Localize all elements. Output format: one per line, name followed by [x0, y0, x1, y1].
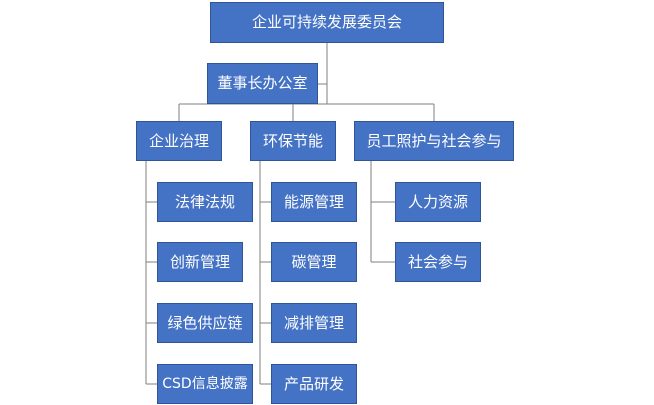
child-node: 绿色供应链 [157, 303, 253, 343]
child-label: 创新管理 [169, 252, 230, 271]
branch-label: 企业治理 [148, 131, 209, 150]
child-label: 产品研发 [283, 374, 344, 393]
assistant-node: 董事长办公室 [207, 63, 318, 104]
child-node: 减排管理 [271, 303, 357, 343]
branch-node-environment: 环保节能 [250, 121, 336, 161]
child-label: 法律法规 [174, 192, 235, 211]
branch-label: 员工照护与社会参与 [366, 131, 502, 150]
child-label: CSD信息披露 [162, 376, 248, 392]
child-node: 能源管理 [271, 182, 357, 222]
child-label: 能源管理 [283, 192, 344, 211]
child-node: 法律法规 [157, 182, 253, 222]
child-label: 减排管理 [283, 313, 344, 332]
branch-node-governance: 企业治理 [136, 121, 222, 161]
branch-label: 环保节能 [262, 131, 323, 150]
child-label: 社会参与 [407, 252, 468, 271]
child-node: 产品研发 [271, 364, 357, 404]
child-node: CSD信息披露 [157, 364, 253, 404]
child-label: 绿色供应链 [167, 313, 243, 332]
root-label: 企业可持续发展委员会 [251, 13, 402, 31]
branch-node-employee-community: 员工照护与社会参与 [354, 121, 514, 161]
child-label: 碳管理 [291, 252, 337, 271]
child-label: 人力资源 [407, 192, 468, 211]
assistant-label: 董事长办公室 [217, 74, 308, 92]
child-node: 人力资源 [395, 182, 481, 222]
root-node: 企业可持续发展委员会 [210, 2, 444, 43]
child-node: 创新管理 [157, 242, 243, 282]
child-node: 碳管理 [271, 242, 357, 282]
child-node: 社会参与 [395, 242, 481, 282]
